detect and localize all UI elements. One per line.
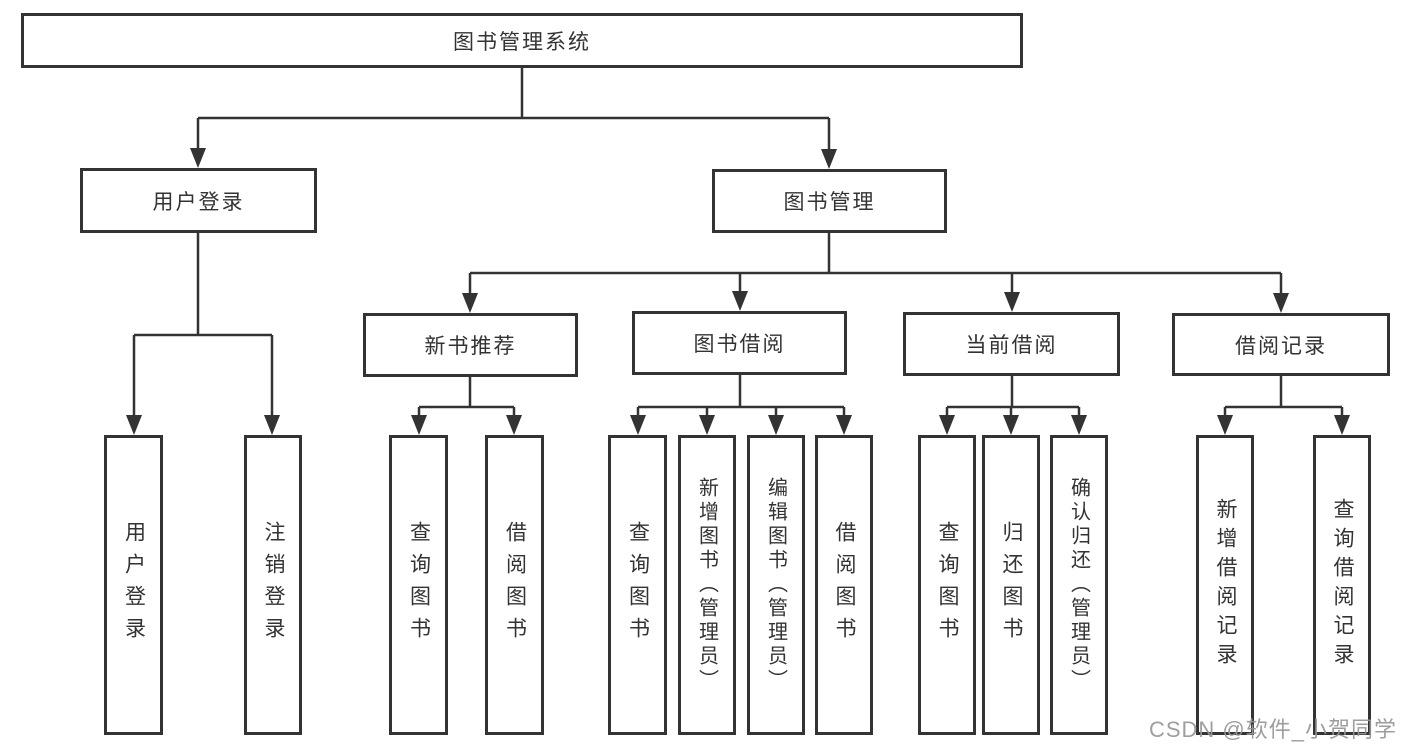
connector-new-book-children	[417, 377, 516, 431]
arrowheads-level2	[462, 291, 1289, 313]
node-borrow-records: 借阅记录	[1172, 313, 1390, 376]
csdn-watermark: CSDN @软件_小贺同学	[1148, 717, 1397, 742]
connector-borrow-record-children	[1223, 376, 1344, 431]
connector-book-borrow-children	[636, 375, 846, 431]
node-book-borrow: 图书借阅	[632, 311, 847, 375]
leaf-add-book-admin: 新增图书（管理员）	[678, 435, 736, 735]
arrowheads-new-book-children	[411, 415, 522, 435]
node-book-management: 图书管理	[712, 169, 947, 233]
leaf-add-borrow-record: 新增借阅记录	[1196, 435, 1254, 735]
leaf-borrow-book: 借阅图书	[815, 435, 873, 735]
leaf-user-login: 用户登录	[104, 435, 163, 735]
connector-book-management-children	[468, 233, 1283, 309]
leaf-logout: 注销登录	[244, 435, 302, 735]
arrowheads-book-borrow-children	[630, 415, 852, 435]
leaf-confirm-return-admin: 确认归还（管理员）	[1050, 435, 1108, 735]
arrowheads-borrow-record-children	[1217, 415, 1350, 435]
node-current-borrow: 当前借阅	[903, 312, 1120, 376]
leaf-query-borrow-record: 查询借阅记录	[1313, 435, 1371, 735]
leaf-borrow-book-recommend: 借阅图书	[485, 435, 544, 735]
connector-root-to-level1	[196, 68, 831, 165]
leaf-query-book-current: 查询图书	[918, 435, 976, 735]
node-user-login: 用户登录	[80, 168, 317, 233]
node-root-system: 图书管理系统	[21, 13, 1023, 68]
leaf-query-book-recommend: 查询图书	[389, 435, 448, 735]
leaf-query-book-borrow: 查询图书	[608, 435, 667, 735]
leaf-return-book: 归还图书	[982, 435, 1040, 735]
arrowheads-current-borrow-children	[939, 415, 1087, 435]
arrowheads-level1	[190, 148, 837, 169]
node-new-book-recommend: 新书推荐	[363, 313, 578, 377]
leaf-edit-book-admin: 编辑图书（管理员）	[747, 435, 805, 735]
arrowheads-user-login-children	[126, 415, 280, 435]
connector-user-login-children	[132, 233, 274, 431]
